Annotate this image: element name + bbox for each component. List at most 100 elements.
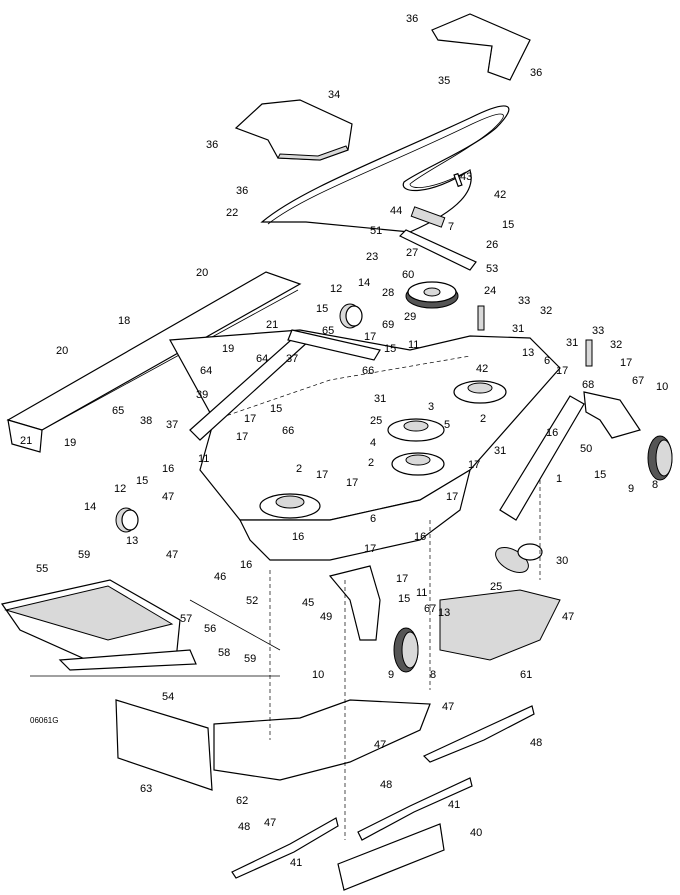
callout-55: 55 — [36, 563, 49, 575]
callout-27: 27 — [406, 247, 419, 259]
callout-9: 9 — [388, 669, 395, 681]
callout-63: 63 — [140, 783, 153, 795]
belt-shield-left — [234, 99, 353, 161]
spring-right — [585, 339, 593, 367]
callout-1: 1 — [556, 473, 563, 485]
callout-62: 62 — [236, 795, 249, 807]
callout-2: 2 — [480, 413, 487, 425]
callout-37: 37 — [286, 353, 299, 365]
callout-14: 14 — [84, 501, 97, 513]
callout-34: 34 — [328, 89, 341, 101]
callout-8: 8 — [430, 669, 437, 681]
callout-47: 47 — [562, 611, 575, 623]
callout-41: 41 — [448, 799, 461, 811]
callout-61: 61 — [520, 669, 533, 681]
callout-17: 17 — [556, 365, 569, 377]
spindle-pulley-center-lower — [391, 452, 445, 476]
callout-65: 65 — [112, 405, 125, 417]
anti-scalp-roller-top — [339, 303, 363, 329]
callout-52: 52 — [246, 595, 259, 607]
callout-38: 38 — [140, 415, 153, 427]
callout-6: 6 — [544, 355, 551, 367]
callout-37: 37 — [166, 419, 179, 431]
deck-frame-rail — [499, 391, 641, 521]
callout-20: 20 — [196, 267, 209, 279]
callout-15: 15 — [384, 343, 397, 355]
alignment-lines — [269, 480, 541, 840]
callout-47: 47 — [166, 549, 179, 561]
callout-16: 16 — [240, 559, 253, 571]
callout-47: 47 — [442, 701, 455, 713]
callout-20: 20 — [56, 345, 69, 357]
callout-59: 59 — [244, 653, 257, 665]
callout-8: 8 — [652, 479, 659, 491]
callout-45: 45 — [302, 597, 315, 609]
callout-13: 13 — [438, 607, 451, 619]
callout-2: 2 — [296, 463, 303, 475]
callout-15: 15 — [270, 403, 283, 415]
callout-12: 12 — [330, 283, 343, 295]
callout-22: 22 — [226, 207, 239, 219]
callout-17: 17 — [446, 491, 459, 503]
callout-47: 47 — [162, 491, 175, 503]
callout-36: 36 — [206, 139, 219, 151]
callout-54: 54 — [162, 691, 175, 703]
callout-41: 41 — [290, 857, 303, 869]
callout-10: 10 — [312, 669, 325, 681]
callout-39: 39 — [196, 389, 209, 401]
callout-17: 17 — [236, 431, 249, 443]
baffle-rail — [6, 271, 302, 453]
callout-11: 11 — [416, 587, 428, 599]
callout-26: 26 — [486, 239, 499, 251]
callout-15: 15 — [594, 469, 607, 481]
callout-17: 17 — [620, 357, 633, 369]
callout-15: 15 — [316, 303, 329, 315]
front-roller — [495, 543, 543, 573]
callout-32: 32 — [610, 339, 623, 351]
callout-25: 25 — [370, 415, 383, 427]
discharge-chute — [0, 579, 197, 671]
callout-64: 64 — [200, 365, 213, 377]
callout-48: 48 — [380, 779, 393, 791]
callout-36: 36 — [406, 13, 419, 25]
callout-59: 59 — [78, 549, 91, 561]
caster-wheel-right — [647, 435, 673, 481]
caster-wheel-front — [393, 627, 419, 673]
callout-31: 31 — [566, 337, 579, 349]
callout-14: 14 — [358, 277, 371, 289]
callout-68: 68 — [582, 379, 595, 391]
callout-60: 60 — [402, 269, 415, 281]
callout-11: 11 — [198, 453, 210, 465]
callout-58: 58 — [218, 647, 231, 659]
callout-7: 7 — [448, 221, 455, 233]
spring-upper — [477, 305, 485, 331]
spindle-pulley-center-upper — [387, 418, 445, 442]
callout-51: 51 — [370, 225, 383, 237]
callout-24: 24 — [484, 285, 497, 297]
callout-67: 67 — [424, 603, 437, 615]
callout-19: 19 — [222, 343, 235, 355]
callout-19: 19 — [64, 437, 77, 449]
blade-right — [422, 705, 535, 763]
callout-25: 25 — [490, 581, 503, 593]
callout-32: 32 — [540, 305, 553, 317]
callout-53: 53 — [486, 263, 499, 275]
callout-47: 47 — [374, 739, 387, 751]
callout-48: 48 — [530, 737, 543, 749]
callout-13: 13 — [126, 535, 139, 547]
spindle-pulley-right — [453, 380, 507, 404]
callout-15: 15 — [502, 219, 515, 231]
callout-66: 66 — [282, 425, 295, 437]
callout-67: 67 — [632, 375, 645, 387]
idler-arm-assembly — [398, 172, 477, 271]
callout-6: 6 — [370, 513, 377, 525]
deck-shell-center — [213, 699, 431, 781]
callout-15: 15 — [136, 475, 149, 487]
pivot-rod-top — [287, 329, 381, 361]
callout-35: 35 — [438, 75, 451, 87]
chute-rod — [189, 599, 281, 651]
callout-17: 17 — [468, 459, 481, 471]
callout-17: 17 — [364, 331, 377, 343]
callout-29: 29 — [404, 311, 417, 323]
